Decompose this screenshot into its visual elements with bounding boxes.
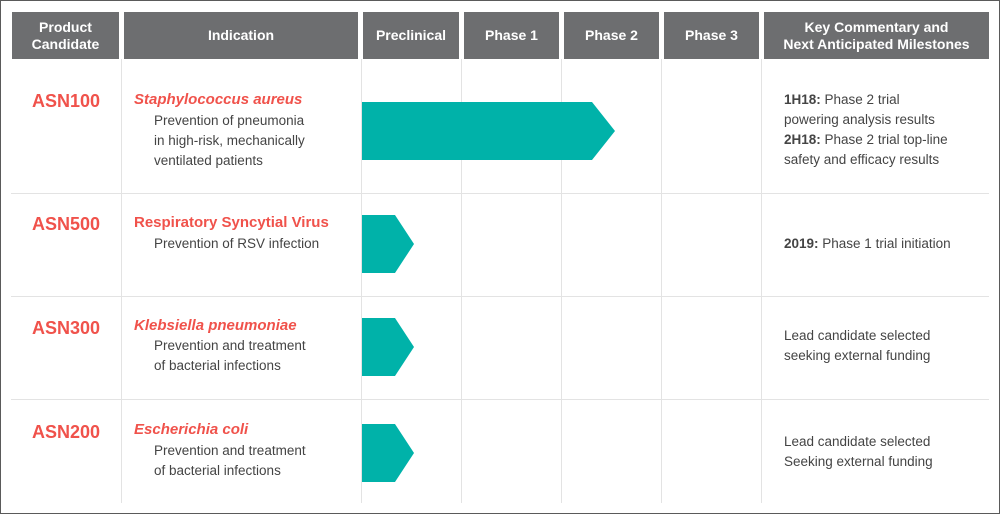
commentary-asn500: 2019: Phase 1 trial initiation [784, 234, 994, 254]
progress-arrow-shape [362, 215, 414, 273]
header-phase1-label: Phase 1 [485, 27, 538, 43]
commentary-line: safety and efficacy results [784, 150, 994, 170]
header-commentary-line1: Key Commentary and [804, 18, 949, 35]
candidate-asn200: ASN200 [31, 422, 101, 442]
indication-desc-line: ventilated patients [154, 153, 263, 168]
grid-hline [11, 399, 989, 400]
commentary-line: 2019: Phase 1 trial initiation [784, 234, 994, 254]
progress-arrow-asn200 [362, 424, 414, 482]
commentary-text: safety and efficacy results [784, 152, 940, 167]
commentary-bold: 2019: [784, 236, 819, 251]
indication-desc-line: of bacterial infections [154, 358, 281, 373]
header-product-candidate: Product Candidate [12, 12, 119, 59]
header-phase2: Phase 2 [564, 12, 659, 59]
header-product-candidate-line2: Candidate [31, 35, 100, 52]
indication-title-asn500: Respiratory Syncytial Virus [134, 214, 329, 231]
commentary-text: powering analysis results [784, 112, 935, 127]
progress-arrow-shape [362, 318, 414, 376]
indication-desc-asn500: Prevention of RSV infection [154, 234, 354, 254]
commentary-line: Lead candidate selected [784, 432, 994, 452]
header-indication-label: Indication [207, 27, 275, 43]
progress-arrow-asn100 [362, 102, 615, 160]
candidate-asn500: ASN500 [31, 214, 101, 234]
grid-vline [761, 59, 762, 503]
commentary-text: Phase 1 trial initiation [818, 236, 951, 251]
indication-desc-asn200: Prevention and treatment of bacterial in… [154, 441, 354, 481]
indication-desc-line: Prevention and treatment [154, 443, 306, 458]
indication-desc-line: Prevention of RSV infection [154, 236, 320, 251]
indication-desc-line: of bacterial infections [154, 463, 281, 478]
candidate-asn300: ASN300 [31, 318, 101, 338]
grid-vline [461, 59, 462, 503]
header-product-candidate-line1: Product [39, 18, 92, 35]
commentary-line: Seeking external funding [784, 452, 994, 472]
commentary-text: Lead candidate selected [784, 434, 931, 449]
commentary-line: 2H18: Phase 2 trial top-line [784, 130, 994, 150]
grid-hline [11, 193, 989, 194]
header-commentary: Key Commentary and Next Anticipated Mile… [764, 12, 989, 59]
indication-title-asn200: Escherichia coli [134, 421, 249, 438]
indication-desc-asn300: Prevention and treatment of bacterial in… [154, 336, 354, 376]
indication-title-asn300: Klebsiella pneumoniae [134, 317, 297, 334]
progress-arrow-asn500 [362, 215, 414, 273]
commentary-text: Phase 2 trial top-line [820, 132, 948, 147]
commentary-text: Seeking external funding [784, 454, 933, 469]
commentary-line: 1H18: Phase 2 trial [784, 90, 994, 110]
indication-desc-line: Prevention and treatment [154, 338, 306, 353]
candidate-asn100: ASN100 [31, 91, 101, 111]
header-indication: Indication [124, 12, 358, 59]
progress-arrow-shape [362, 424, 414, 482]
indication-desc-line: in high-risk, mechanically [154, 133, 305, 148]
progress-arrow-asn300 [362, 318, 414, 376]
grid-vline [361, 59, 362, 503]
grid-vline [121, 59, 122, 503]
commentary-text: Lead candidate selected [784, 328, 931, 343]
header-phase3-label: Phase 3 [685, 27, 738, 43]
commentary-bold: 1H18: [784, 92, 821, 107]
grid-vline [661, 59, 662, 503]
header-phase2-label: Phase 2 [585, 27, 638, 43]
commentary-text: Phase 2 trial [820, 92, 900, 107]
header-phase3: Phase 3 [664, 12, 759, 59]
commentary-line: seeking external funding [784, 346, 994, 366]
header-preclinical-label: Preclinical [375, 27, 447, 43]
grid-vline [561, 59, 562, 503]
indication-desc-asn100: Prevention of pneumonia in high-risk, me… [154, 111, 354, 171]
commentary-asn100: 1H18: Phase 2 trial powering analysis re… [784, 90, 994, 170]
indication-title-asn100: Staphylococcus aureus [134, 91, 303, 108]
commentary-line: powering analysis results [784, 110, 994, 130]
header-commentary-line2: Next Anticipated Milestones [783, 35, 970, 52]
header-preclinical: Preclinical [363, 12, 459, 59]
commentary-bold: 2H18: [784, 132, 821, 147]
commentary-asn200: Lead candidate selected Seeking external… [784, 432, 994, 472]
progress-arrow-shape [362, 102, 615, 160]
commentary-line: Lead candidate selected [784, 326, 994, 346]
commentary-text: seeking external funding [784, 348, 931, 363]
indication-desc-line: Prevention of pneumonia [154, 113, 305, 128]
header-phase1: Phase 1 [464, 12, 559, 59]
grid-hline [11, 296, 989, 297]
commentary-asn300: Lead candidate selected seeking external… [784, 326, 994, 366]
